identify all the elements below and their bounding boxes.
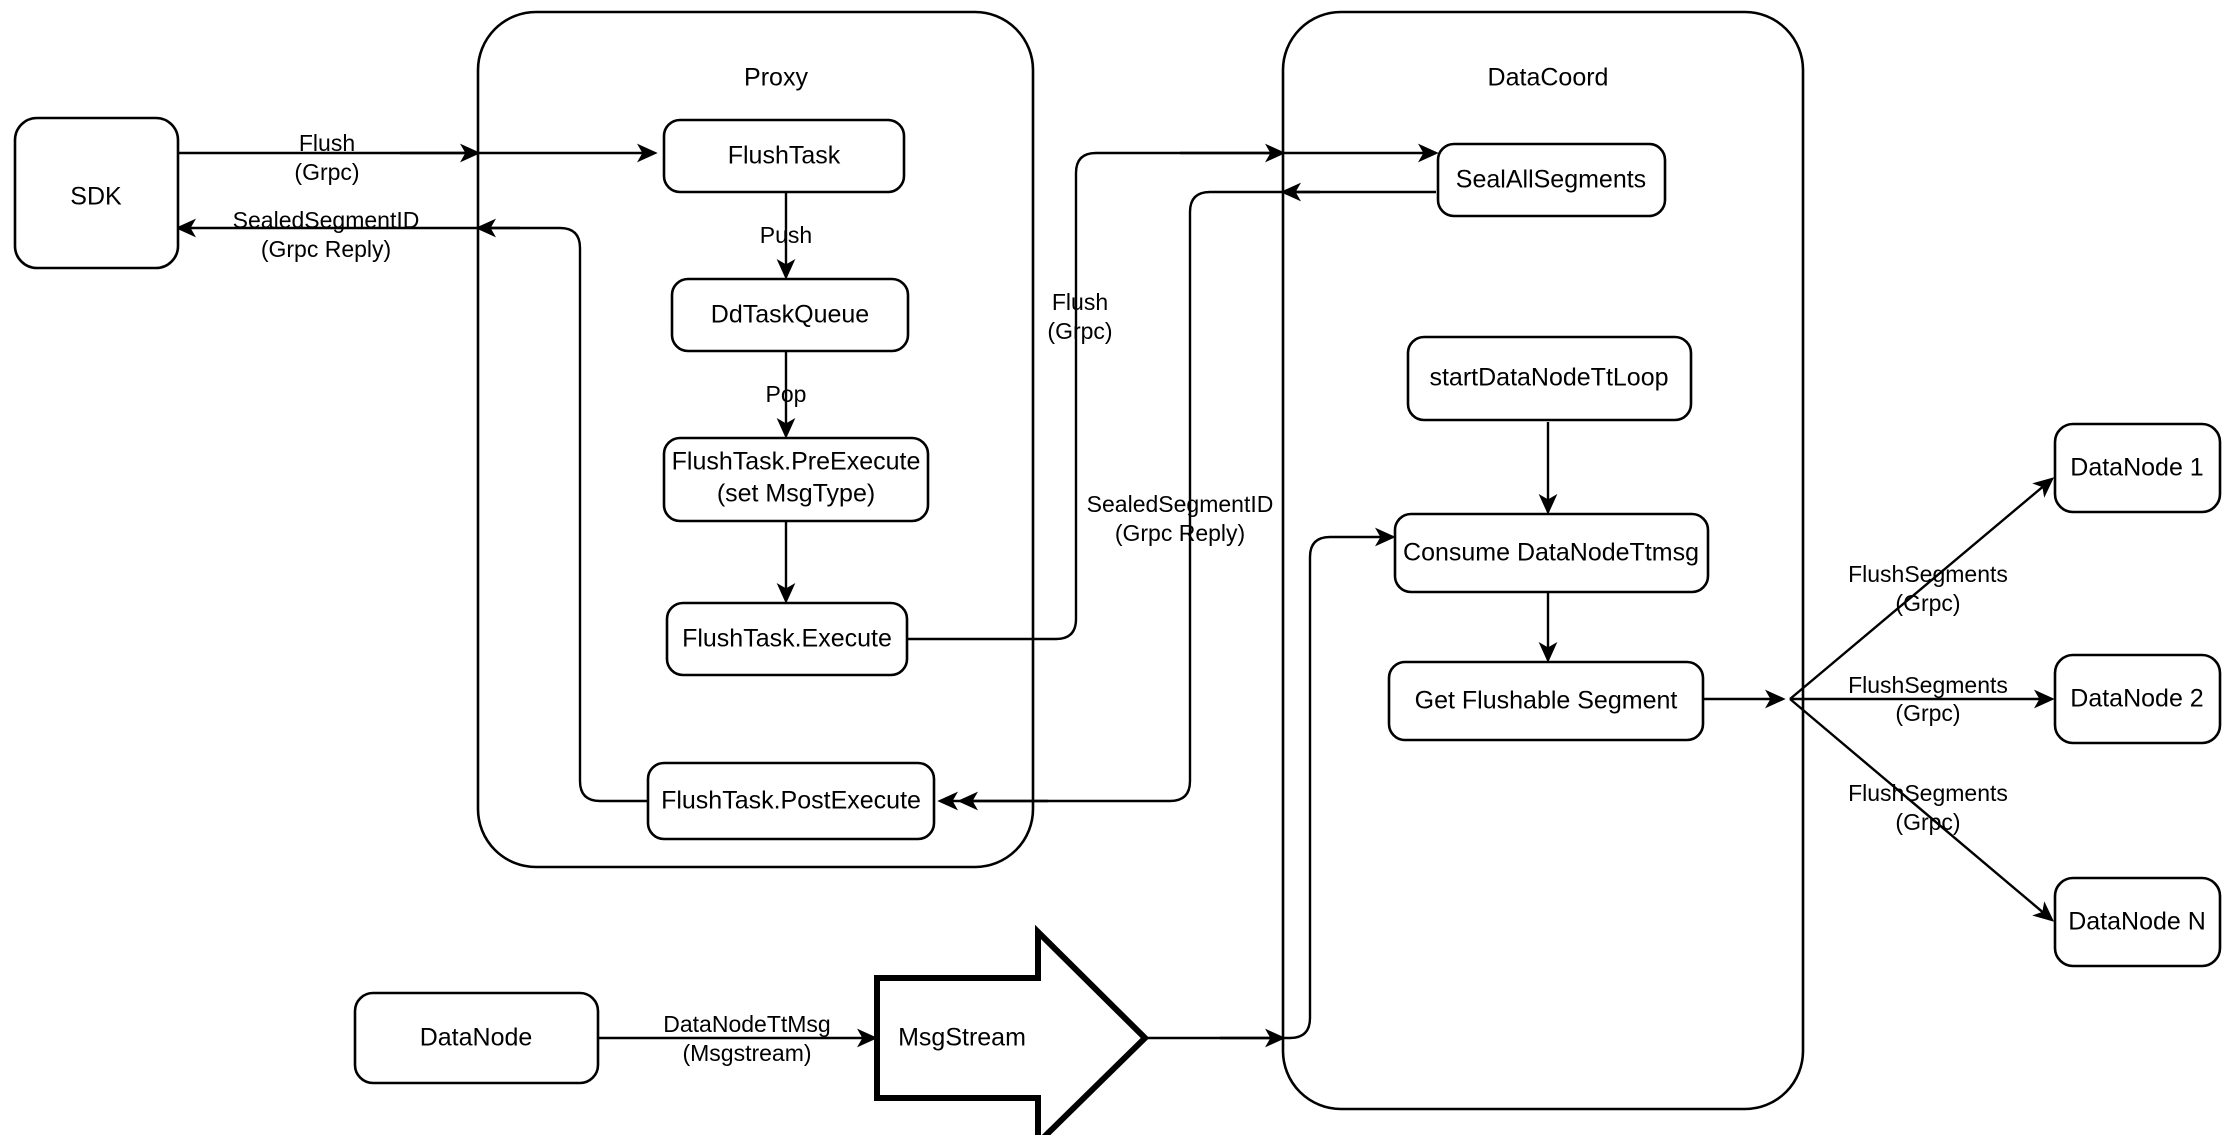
node-sdk[interactable]: SDK	[13, 116, 180, 270]
edge-label-flushsegments-1-line2: (Grpc)	[1895, 590, 1960, 616]
node-datanode-n-rect[interactable]	[2053, 876, 2222, 968]
node-flushtask-preexecute-label-line2: (set MsgType)	[717, 480, 875, 508]
node-datanode-1[interactable]: DataNode 1	[2053, 422, 2222, 514]
node-datanode-2[interactable]: DataNode 2	[2053, 653, 2222, 745]
edge-label-flush-grpc-line1: Flush	[299, 130, 355, 156]
edge-label-flushsegments-1-line1: FlushSegments	[1848, 561, 2008, 587]
node-ddtaskqueue-rect[interactable]	[670, 277, 910, 353]
node-sealallsegments-label: SealAllSegments	[1456, 166, 1646, 194]
node-flushtask-preexecute[interactable]: FlushTask.PreExecute (set MsgType)	[662, 436, 930, 523]
edge-msgstream-to-consume	[1146, 527, 1396, 1040]
node-datanode-1-rect[interactable]	[2053, 422, 2222, 514]
node-flushtask-preexecute-label-line1: FlushTask.PreExecute	[672, 448, 921, 476]
node-datanode-2-label: DataNode 2	[2070, 685, 2203, 713]
container-proxy	[476, 10, 1035, 869]
node-datanode-source[interactable]: DataNode	[353, 991, 600, 1085]
node-flushtask-rect[interactable]	[662, 118, 906, 194]
node-flushtask-execute-label: FlushTask.Execute	[682, 625, 892, 653]
node-consume-datanode-ttmsg-label: Consume DataNodeTtmsg	[1403, 539, 1699, 567]
edge-label-flushsegments-2-line1: FlushSegments	[1848, 672, 2008, 698]
node-get-flushable-segment[interactable]: Get Flushable Segment	[1387, 660, 1705, 742]
node-sdk-label: SDK	[70, 183, 122, 211]
node-sealallsegments[interactable]: SealAllSegments	[1436, 142, 1667, 218]
edge-label-flush-to-coord-line1: Flush	[1052, 289, 1108, 315]
node-msgstream[interactable]: MsgStream	[874, 924, 1150, 1135]
node-datanode-source-rect[interactable]	[353, 991, 600, 1085]
edge-label-datanodettmsg-line2: (Msgstream)	[682, 1040, 811, 1066]
node-datanode-n[interactable]: DataNode N	[2053, 876, 2222, 968]
node-datanode-2-rect[interactable]	[2053, 653, 2222, 745]
node-start-datanode-tt-loop-rect[interactable]	[1406, 335, 1693, 422]
edge-label-sealedsegmentid-line1: SealedSegmentID	[233, 207, 420, 233]
node-msgstream-shape[interactable]	[874, 924, 1150, 1135]
container-proxy-title: Proxy	[744, 64, 808, 92]
node-datanode-1-label: DataNode 1	[2070, 454, 2203, 482]
node-sealallsegments-rect[interactable]	[1436, 142, 1667, 218]
node-sdk-rect[interactable]	[13, 116, 180, 270]
node-datanode-n-label: DataNode N	[2068, 908, 2206, 936]
edge-label-flush-grpc-line2: (Grpc)	[294, 159, 359, 185]
edge-label-datanodettmsg-line1: DataNodeTtMsg	[663, 1011, 830, 1037]
edge-label-sealedsegmentid-reply-line2: (Grpc Reply)	[1115, 520, 1245, 546]
edge-execute-to-sealallsegments	[907, 143, 1439, 641]
edge-postexecute-to-sdk	[175, 218, 652, 803]
node-flushtask-label: FlushTask	[728, 142, 841, 170]
node-flushtask-postexecute-rect[interactable]	[646, 761, 936, 841]
node-flushtask-execute-rect[interactable]	[665, 601, 909, 677]
edge-label-flushsegments-n-line1: FlushSegments	[1848, 780, 2008, 806]
edge-label-flush-to-coord-line2: (Grpc)	[1047, 318, 1112, 344]
node-flushtask-postexecute-label: FlushTask.PostExecute	[661, 787, 921, 815]
edge-label-push: Push	[760, 222, 812, 248]
node-flushtask-execute[interactable]: FlushTask.Execute	[665, 601, 909, 677]
node-flushtask-preexecute-rect[interactable]	[662, 436, 930, 523]
edge-sealallsegments-to-postexecute	[957, 190, 1436, 811]
container-datacoord-title: DataCoord	[1488, 64, 1609, 92]
edge-label-flushsegments-n-line2: (Grpc)	[1895, 809, 1960, 835]
node-consume-datanode-ttmsg[interactable]: Consume DataNodeTtmsg	[1393, 512, 1710, 594]
node-consume-datanode-ttmsg-rect[interactable]	[1393, 512, 1710, 594]
node-ddtaskqueue-label: DdTaskQueue	[711, 301, 869, 329]
node-ddtaskqueue[interactable]: DdTaskQueue	[670, 277, 910, 353]
edge-label-sealedsegmentid-reply-line1: SealedSegmentID	[1087, 491, 1274, 517]
node-start-datanode-tt-loop-label: startDataNodeTtLoop	[1429, 364, 1668, 392]
edge-label-pop: Pop	[766, 381, 807, 407]
edge-junction-to-datanoden	[1789, 698, 2055, 922]
edge-label-sealedsegmentid-line2: (Grpc Reply)	[261, 236, 391, 262]
container-datacoord	[1281, 10, 1805, 1111]
node-start-datanode-tt-loop[interactable]: startDataNodeTtLoop	[1406, 335, 1693, 422]
edge-junction-to-datanode1	[1789, 477, 2055, 700]
node-msgstream-label: MsgStream	[898, 1024, 1026, 1052]
node-datanode-source-label: DataNode	[420, 1024, 533, 1052]
node-get-flushable-segment-label: Get Flushable Segment	[1415, 687, 1678, 715]
node-get-flushable-segment-rect[interactable]	[1387, 660, 1705, 742]
node-flushtask-postexecute[interactable]: FlushTask.PostExecute	[646, 761, 936, 841]
edge-label-flushsegments-2-line2: (Grpc)	[1895, 700, 1960, 726]
node-flushtask[interactable]: FlushTask	[662, 118, 906, 194]
